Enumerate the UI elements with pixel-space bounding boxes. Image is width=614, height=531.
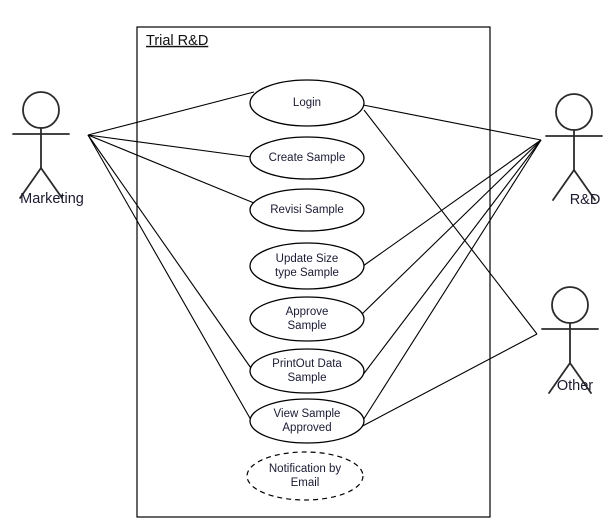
use-case-ellipse-notify[interactable] [246, 451, 364, 501]
actor-leg-left-rnd [552, 169, 575, 201]
use-case-label-notify: Notification by [269, 463, 341, 475]
association-marketing-to-viewsample [87, 134, 252, 421]
association-lines-group [87, 91, 542, 431]
use-case-ellipse-create[interactable] [249, 136, 365, 180]
association-rnd-to-printout [361, 139, 542, 377]
system-boundary-box [136, 26, 491, 518]
use-case-ellipse-login[interactable] [249, 79, 365, 127]
actor-leg-right-other [569, 362, 592, 394]
association-rnd-to-viewsample [359, 139, 542, 426]
use-case-label-printout: PrintOut Data [272, 358, 342, 370]
use-case-ellipse-viewsample[interactable] [249, 398, 365, 444]
association-marketing-to-create [87, 134, 252, 158]
actor-other[interactable]: Other [541, 286, 599, 394]
actor-label-other: Other [557, 378, 593, 394]
system-boundary-group: Trial R&D [136, 26, 491, 518]
actor-rnd[interactable]: R&D [545, 93, 603, 208]
use-case-ellipse-approve[interactable] [249, 296, 365, 342]
actor-leg-left-other [548, 362, 571, 394]
association-rnd-to-updatesize [362, 139, 542, 267]
actor-label-rnd: R&D [570, 192, 601, 208]
association-marketing-to-login [87, 91, 255, 136]
actor-leg-right-rnd [573, 169, 596, 201]
use-case-label-notify: Email [291, 477, 320, 489]
use-case-ellipse-printout[interactable] [249, 348, 365, 394]
actor-leg-left-marketing [19, 167, 42, 199]
association-marketing-to-printout [87, 134, 254, 372]
actor-label-marketing: Marketing [20, 191, 84, 207]
association-rnd-to-login [362, 104, 542, 141]
actors-group: Marketing R&D Other [12, 91, 603, 394]
use-case-label-viewsample: Approved [282, 422, 331, 434]
actor-head-other [551, 286, 589, 324]
use-case-ellipse-revisi[interactable] [249, 188, 365, 232]
use-case-ellipse-updatesize[interactable] [249, 242, 365, 290]
use-case-label-updatesize: type Sample [275, 267, 339, 279]
actor-head-rnd [555, 93, 593, 131]
association-other-to-viewsample [354, 333, 538, 431]
association-marketing-to-revisi [87, 134, 255, 204]
use-case-label-login: Login [293, 97, 321, 109]
actor-marketing[interactable]: Marketing [12, 91, 84, 207]
use-case-label-viewsample: View Sample [274, 408, 341, 420]
use-case-label-create: Create Sample [269, 152, 346, 164]
actor-head-marketing [22, 91, 60, 129]
use-case-label-updatesize: Update Size [276, 253, 339, 265]
actor-leg-right-marketing [40, 167, 63, 199]
use-case-label-revisi: Revisi Sample [270, 204, 344, 216]
use-case-label-approve: Sample [288, 320, 327, 332]
use-case-label-printout: Sample [288, 372, 327, 384]
system-boundary-title: Trial R&D [146, 33, 208, 49]
use-case-label-approve: Approve [286, 306, 329, 318]
association-rnd-to-approve [361, 139, 542, 315]
association-other-to-login [363, 109, 538, 335]
